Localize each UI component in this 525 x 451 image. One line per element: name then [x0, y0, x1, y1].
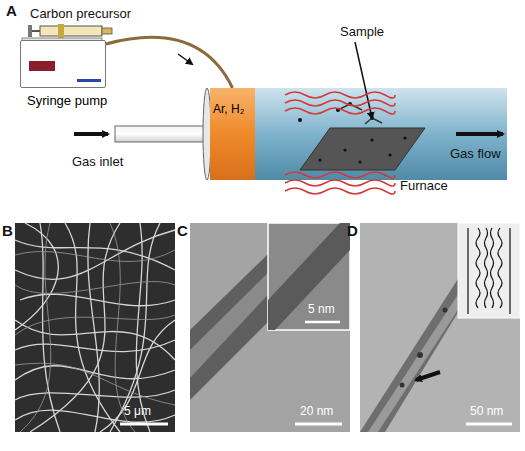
panel-letter: C	[177, 222, 188, 239]
part-label: Carbon precursor	[30, 6, 131, 21]
scale-label: 5 μm	[124, 404, 151, 418]
part-label: Sample	[340, 24, 384, 39]
pointer-arrow	[416, 372, 440, 380]
feed-arrow	[178, 54, 192, 64]
nanotube-network	[15, 223, 175, 432]
tem-image	[190, 223, 350, 432]
scale-label: 5 nm	[308, 302, 335, 316]
scale-label: 50 nm	[470, 404, 503, 418]
tem-image-d	[360, 223, 520, 432]
part-label: Gas flow	[450, 146, 501, 161]
part-label: Gas inlet	[72, 154, 123, 169]
catalyst-dots	[298, 102, 407, 164]
sem-image	[15, 223, 175, 432]
pump-strip	[77, 79, 101, 82]
inset-image	[268, 223, 350, 330]
inset-schematic	[458, 223, 520, 318]
inlet-tube	[115, 126, 207, 142]
panel-letter: D	[347, 222, 358, 239]
gas-section: Ar, H₂	[210, 88, 255, 180]
heating-waves	[285, 92, 395, 194]
inlet-arrow	[74, 132, 108, 136]
sample-leader	[355, 42, 372, 118]
node-text: Syringe pump	[27, 93, 107, 108]
feed-tubing	[106, 37, 233, 88]
panel-letter: B	[2, 222, 13, 239]
sample-plate	[300, 128, 425, 170]
outlet-arrow	[456, 132, 503, 136]
scale-label: 20 nm	[300, 404, 333, 418]
pump-display	[29, 61, 55, 71]
scale-bar	[120, 423, 168, 426]
part-label: Furnace	[400, 178, 448, 193]
node-text: Ar, H₂	[213, 102, 244, 116]
panel-letter: A	[6, 2, 17, 19]
furnace-tube	[255, 88, 507, 180]
syringe	[28, 24, 112, 38]
syringe-pump: Syringe pump	[20, 40, 106, 88]
